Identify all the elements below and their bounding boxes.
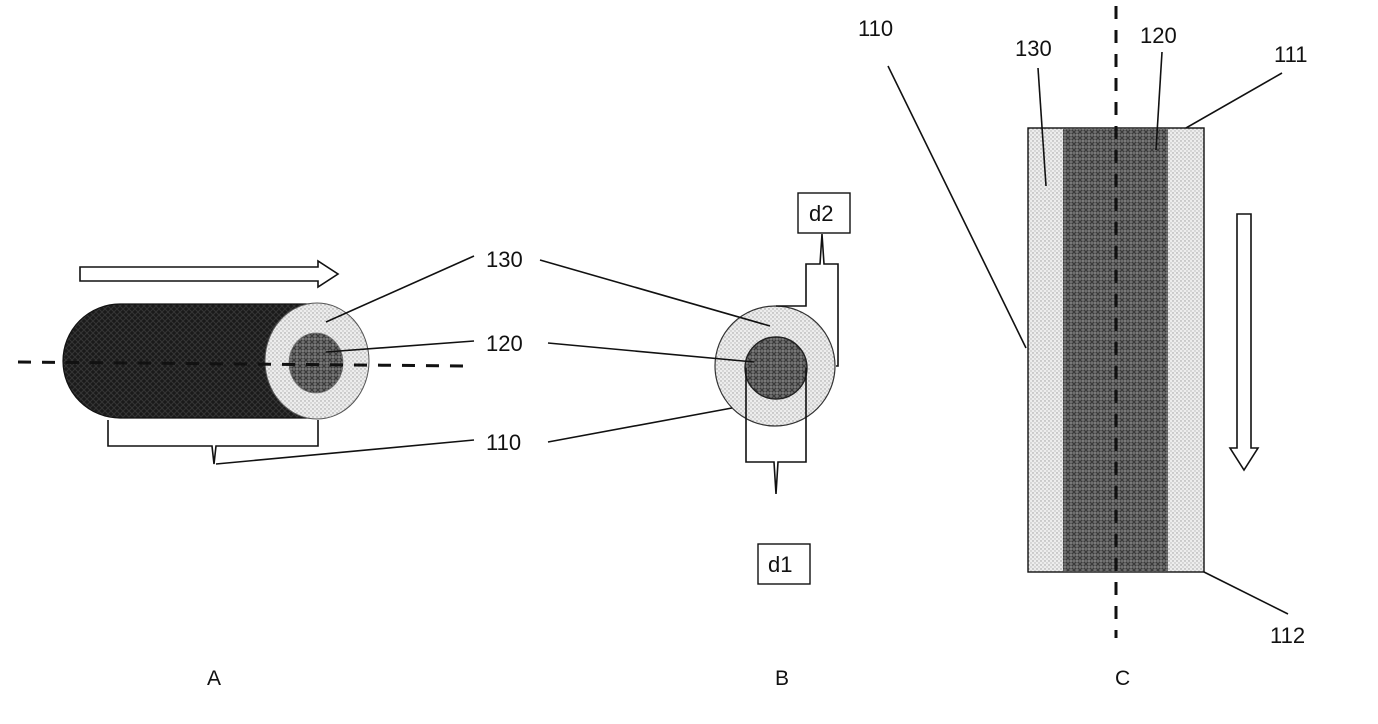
leader-line — [216, 440, 474, 464]
leader-line — [1186, 73, 1282, 128]
core-end-face — [289, 333, 343, 393]
core-cross-section — [745, 337, 807, 399]
leader-line — [888, 66, 1026, 348]
leader-line — [540, 260, 770, 326]
leader-line — [326, 256, 474, 322]
leader-line — [1204, 572, 1288, 614]
panel-c-label-120: 120 — [1140, 23, 1177, 48]
d2-label: d2 — [809, 201, 833, 226]
panel-c-label-111: 111 — [1274, 42, 1307, 67]
panel-b-title: B — [775, 667, 789, 690]
panel-c-label-130: 130 — [1015, 36, 1052, 61]
arrow-down-icon — [1230, 214, 1258, 470]
arrow-right-icon — [80, 261, 338, 287]
panel-c-title: C — [1115, 667, 1130, 690]
panel-c: 110 130 120 111 112 C — [858, 6, 1307, 690]
panel-a-label-120: 120 — [486, 331, 523, 356]
d1-label: d1 — [768, 552, 792, 577]
panel-a-label-110: 110 — [486, 430, 521, 455]
panel-c-label-112: 112 — [1270, 623, 1305, 648]
panel-a: 130 120 110 A — [18, 247, 523, 690]
panel-a-title: A — [207, 667, 221, 690]
panel-b: d2 d1 B — [540, 193, 850, 690]
panel-c-label-110: 110 — [858, 16, 893, 41]
leader-line — [548, 408, 732, 442]
panel-a-label-130: 130 — [486, 247, 523, 272]
